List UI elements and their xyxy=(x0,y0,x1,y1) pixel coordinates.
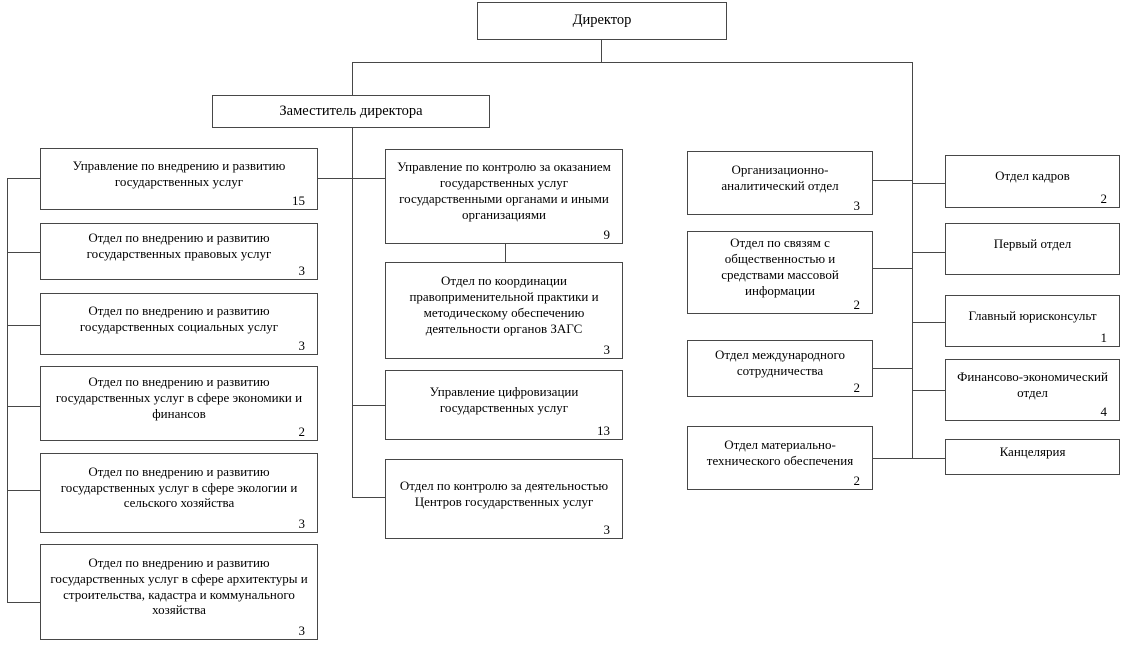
connector-line xyxy=(912,183,945,184)
org-unit-box-left-0: Управление по внедрению и развитию госуд… xyxy=(40,148,318,210)
org-unit-box-right-1: Отдел по связям с общественностью и сред… xyxy=(687,231,873,314)
org-unit-box-middle-0: Управление по контролю за оказанием госу… xyxy=(385,149,623,244)
connector-line xyxy=(7,178,8,603)
org-unit-box-left-2: Отдел по внедрению и развитию государств… xyxy=(40,293,318,355)
org-unit-box-left-3: Отдел по внедрению и развитию государств… xyxy=(40,366,318,441)
org-unit-count: 2 xyxy=(853,296,861,312)
connector-line xyxy=(912,390,945,391)
connector-line xyxy=(873,268,912,269)
org-unit-box-left-1: Отдел по внедрению и развитию государств… xyxy=(40,223,318,280)
org-unit-count: 4 xyxy=(1100,403,1108,419)
org-unit-count: 15 xyxy=(292,192,305,208)
org-unit-count: 3 xyxy=(298,515,306,531)
org-unit-box-far-right-1: Первый отдел xyxy=(945,223,1120,275)
connector-line xyxy=(912,62,913,459)
org-unit-label: Отдел по внедрению и развитию государств… xyxy=(86,230,272,261)
connector-line xyxy=(912,458,945,459)
org-unit-label: Отдел по внедрению и развитию государств… xyxy=(55,374,303,421)
org-unit-label: Первый отдел xyxy=(993,235,1072,251)
org-unit-label: Отдел по внедрению и развитию государств… xyxy=(50,554,308,618)
org-unit-count: 3 xyxy=(603,521,611,537)
org-unit-label: Канцелярия xyxy=(999,443,1066,459)
connector-line xyxy=(7,178,40,179)
connector-line xyxy=(7,602,40,603)
org-unit-box-left-5: Отдел по внедрению и развитию государств… xyxy=(40,544,318,640)
org-unit-label: Отдел по контролю за деятельностью Центр… xyxy=(399,477,609,509)
org-unit-count: 3 xyxy=(298,622,306,638)
connector-line xyxy=(873,458,912,459)
connector-line xyxy=(352,497,385,498)
org-unit-box-middle-1: Отдел по координации правоприменительной… xyxy=(385,262,623,359)
org-unit-count: 3 xyxy=(298,337,306,353)
connector-line xyxy=(912,252,945,253)
connector-line xyxy=(912,322,945,323)
connector-line xyxy=(505,244,506,262)
org-unit-label: Главный юрисконсульт xyxy=(968,307,1097,323)
org-unit-count: 2 xyxy=(1100,190,1108,206)
org-unit-box-right-2: Отдел международного сотрудничества 2 xyxy=(687,340,873,397)
connector-line xyxy=(7,252,40,253)
connector-line xyxy=(873,368,912,369)
org-unit-label: Организационно-аналитический отдел xyxy=(721,161,839,193)
connector-line xyxy=(352,405,385,406)
org-unit-label: Отдел по внедрению и развитию государств… xyxy=(79,302,279,334)
director-box: Директор xyxy=(477,2,727,40)
org-unit-box-middle-2: Управление цифровизации государственных … xyxy=(385,370,623,440)
org-unit-label: Управление по внедрению и развитию госуд… xyxy=(72,157,286,189)
org-unit-label: Отдел по координации правоприменительной… xyxy=(409,273,599,336)
org-unit-count: 2 xyxy=(298,423,306,439)
org-unit-label: Управление по контролю за оказанием госу… xyxy=(397,159,611,222)
org-unit-count: 1 xyxy=(1100,329,1108,345)
org-unit-count: 3 xyxy=(853,197,861,213)
org-unit-label: Отдел по связям с общественностью и сред… xyxy=(721,235,839,298)
org-unit-count: 13 xyxy=(597,422,610,438)
org-unit-count: 2 xyxy=(853,472,861,488)
connector-line xyxy=(873,180,912,181)
org-unit-label: Отдел по внедрению и развитию государств… xyxy=(60,463,298,511)
org-unit-box-middle-3: Отдел по контролю за деятельностью Центр… xyxy=(385,459,623,539)
org-unit-box-far-right-3: Финансово-экономический отдел 4 xyxy=(945,359,1120,421)
connector-line xyxy=(7,325,40,326)
org-unit-label: Финансово-экономический отдел xyxy=(957,368,1108,400)
org-unit-count: 3 xyxy=(603,341,611,357)
connector-line xyxy=(352,62,913,63)
connector-line xyxy=(352,62,353,497)
connector-line xyxy=(7,406,40,407)
deputy-director-label: Заместитель директора xyxy=(279,102,423,119)
connector-line xyxy=(318,178,385,179)
org-unit-box-right-3: Отдел материально-технического обеспечен… xyxy=(687,426,873,490)
org-unit-count: 9 xyxy=(603,226,611,242)
org-unit-label: Отдел международного сотрудничества xyxy=(714,347,846,378)
org-unit-count: 2 xyxy=(853,379,861,395)
org-unit-box-right-0: Организационно-аналитический отдел 3 xyxy=(687,151,873,215)
org-unit-box-far-right-2: Главный юрисконсульт 1 xyxy=(945,295,1120,347)
deputy-director-box: Заместитель директора xyxy=(212,95,490,128)
connector-line xyxy=(601,40,602,62)
org-unit-label: Отдел материально-технического обеспечен… xyxy=(706,436,854,468)
org-unit-box-far-right-0: Отдел кадров 2 xyxy=(945,155,1120,208)
org-unit-box-left-4: Отдел по внедрению и развитию государств… xyxy=(40,453,318,533)
org-unit-box-far-right-4: Канцелярия xyxy=(945,439,1120,475)
org-unit-count: 3 xyxy=(298,262,306,278)
org-unit-label: Управление цифровизации государственных … xyxy=(429,383,579,415)
org-unit-label: Отдел кадров xyxy=(995,168,1070,184)
connector-line xyxy=(7,490,40,491)
director-label: Директор xyxy=(572,12,632,29)
